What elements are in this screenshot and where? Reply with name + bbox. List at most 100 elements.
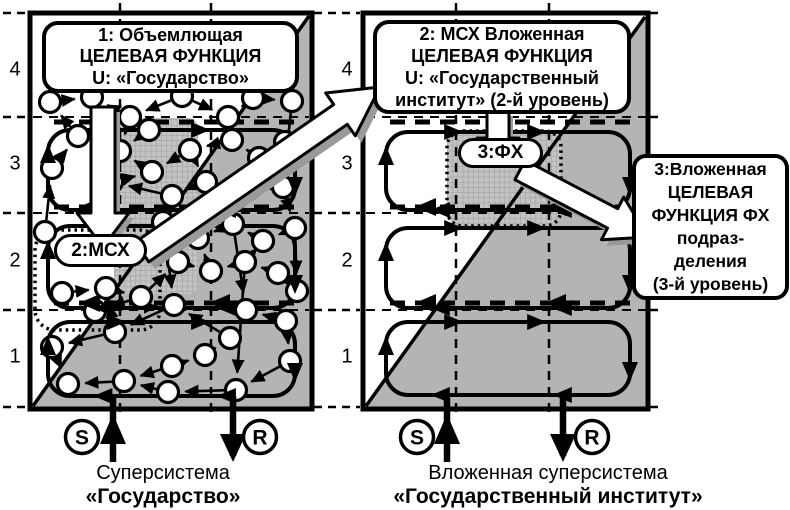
fx-label: 3:ФХ [458, 138, 543, 168]
system-node [111, 368, 137, 394]
loop-arrowhead [444, 314, 464, 330]
left-r-arrowhead [220, 434, 246, 462]
system-node [217, 325, 243, 351]
system-node [161, 292, 187, 318]
link-arrow [60, 94, 76, 108]
link-arrow [240, 93, 257, 108]
right-caption-type: Вложенная суперсистема [428, 462, 668, 484]
feedback-arrowhead [415, 198, 436, 216]
side-goal-function-callout: 3:Вложенная ЦЕЛЕВАЯ ФУНКЦИЯ ФХ подраз- д… [632, 154, 789, 300]
system-node [273, 308, 299, 334]
callout-line: подраз- [676, 228, 745, 248]
system-node [192, 342, 218, 368]
loop-arrowhead [430, 202, 450, 218]
link-arrow [133, 159, 150, 174]
loop-arrowhead [93, 300, 113, 316]
link-arrow [226, 256, 243, 270]
left-source-letter: S [75, 427, 89, 450]
right-loop-band2 [384, 226, 632, 310]
left-goal-function-callout: 1: Объемлющая ЦЕЛЕВАЯ ФУНКЦИЯ U: «Госуда… [42, 21, 299, 93]
system-node [117, 104, 143, 130]
callout-line: ЦЕЛЕВАЯ [667, 182, 754, 202]
system-node [219, 127, 245, 153]
link-arrow [42, 184, 56, 221]
right-sink-letter: R [584, 427, 599, 450]
system-node [32, 219, 58, 245]
link-arrow [120, 173, 137, 186]
system-node [232, 249, 258, 275]
left-source-circle [63, 418, 101, 456]
right-axis-level-1: 1 [341, 345, 353, 368]
link-arrow [145, 99, 172, 112]
link-arrow [122, 119, 135, 136]
left-caption-type: Суперсистема [96, 462, 230, 484]
link-arrow [231, 273, 246, 374]
system-node [265, 260, 291, 286]
right-axis-level-4: 4 [341, 58, 353, 81]
loop-arrowhead [444, 124, 464, 140]
left-axis-level-4: 4 [9, 58, 21, 81]
system-node [159, 353, 185, 379]
loop-arrowhead [527, 314, 547, 330]
link-arrow [261, 311, 278, 325]
callout-line: ФУНКЦИЯ ФХ [651, 205, 770, 225]
right-r-arrowhead [550, 434, 576, 462]
system-node [233, 297, 259, 323]
loop-arrowhead [378, 146, 394, 165]
callout-line: U: «Государственный [405, 68, 599, 88]
left-sink-circle [241, 418, 279, 456]
link-arrow [289, 239, 303, 275]
callout-line: 3:Вложенная [654, 159, 767, 179]
loop-arrowhead [93, 388, 113, 404]
feedback-arrowhead [209, 294, 230, 312]
system-node [136, 117, 162, 143]
system-node [55, 371, 81, 397]
loop-arrowhead [622, 362, 638, 381]
system-node [215, 104, 241, 130]
link-arrow [139, 382, 157, 395]
loop-arrowhead [430, 387, 450, 403]
link-arrow [174, 358, 190, 371]
system-node [279, 88, 305, 114]
link-arrow [280, 330, 294, 345]
link-arrow [186, 151, 200, 168]
loop-arrowhead [287, 275, 303, 294]
loop-arrowhead [107, 314, 127, 330]
callout-line: U: «Государство» [92, 67, 249, 88]
right-source-circle [398, 418, 436, 456]
system-node [155, 379, 181, 405]
left-caption-name: «Государство» [85, 485, 241, 508]
link-arrow [166, 151, 182, 165]
link-arrow [49, 353, 63, 370]
system-node [198, 258, 224, 284]
callout-line: ЦЕЛЕВАЯ ФУНКЦИЯ [411, 46, 593, 66]
callout-line: деления [674, 251, 747, 271]
goal-arrow-1-down [75, 105, 131, 249]
left-sink-letter: R [252, 427, 267, 450]
link-arrow [148, 273, 167, 290]
loop-arrowhead [378, 336, 394, 355]
system-node [177, 137, 203, 163]
system-node [159, 183, 185, 209]
link-arrow [278, 223, 294, 236]
right-axis-level-3: 3 [341, 152, 353, 175]
link-arrow [192, 98, 214, 111]
link-arrow [203, 253, 216, 269]
link-arrow [213, 220, 229, 233]
system-node [250, 228, 276, 254]
link-arrow [109, 283, 126, 296]
right-loop-band1 [384, 320, 632, 397]
msx-label: 2:МСХ [54, 234, 147, 267]
loop-arrowhead [191, 122, 211, 138]
system-node [37, 89, 63, 115]
loop-arrowhead [191, 314, 211, 330]
loop-arrowhead [430, 300, 450, 316]
loop-arrowhead [40, 240, 56, 259]
loop-arrowhead [287, 177, 303, 196]
link-arrow [60, 114, 75, 130]
right-sink-circle [573, 418, 611, 456]
link-arrow [139, 365, 161, 379]
link-arrow [247, 231, 263, 245]
right-axis-level-2: 2 [341, 249, 353, 272]
